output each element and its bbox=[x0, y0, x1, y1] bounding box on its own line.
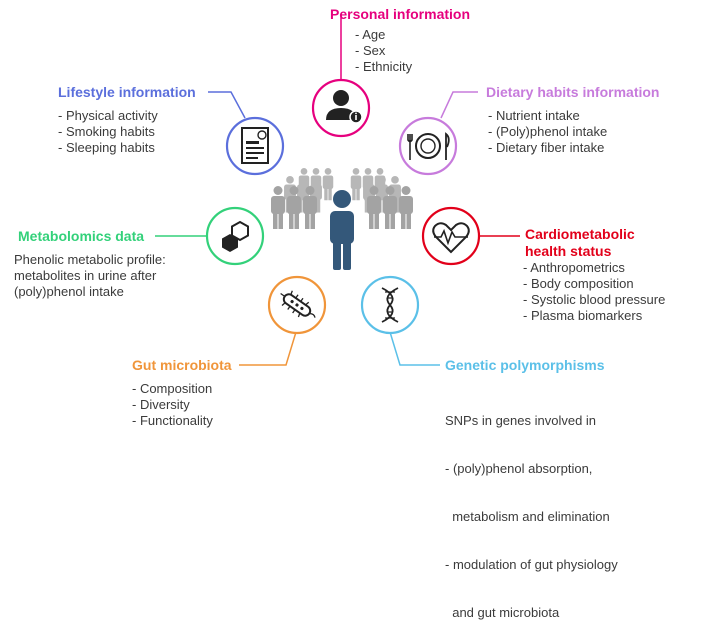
main-person bbox=[330, 190, 354, 270]
genetic-line: - (poly)phenol absorption, bbox=[445, 461, 593, 476]
lifestyle-list: - Physical activity - Smoking habits - S… bbox=[58, 108, 158, 156]
molecule-icon bbox=[205, 206, 265, 266]
genetic-connector bbox=[389, 331, 440, 366]
personal-item-sex: - Sex bbox=[355, 43, 386, 58]
heart-pulse-icon bbox=[421, 206, 481, 266]
crowd-person bbox=[383, 186, 397, 229]
cardio-item-body-composition: - Body composition bbox=[523, 276, 634, 291]
gut-item-composition: - Composition bbox=[132, 381, 213, 396]
dietary-title: Dietary habits information bbox=[486, 84, 660, 100]
dietary-item-fiber: - Dietary fiber intake bbox=[488, 140, 605, 155]
gut-item-functionality: - Functionality bbox=[132, 413, 213, 428]
metabolomics-line: metabolites in urine after bbox=[14, 268, 157, 283]
cardio-list: - Anthropometrics - Body composition - S… bbox=[523, 260, 665, 324]
crowd-person bbox=[303, 186, 317, 229]
cardio-title: Cardiometabolic health status bbox=[525, 226, 635, 260]
gut-list: - Composition - Diversity - Functionalit… bbox=[132, 381, 213, 429]
bacterium-icon bbox=[267, 275, 327, 335]
metabolomics-description: Phenolic metabolic profile: metabolites … bbox=[14, 252, 166, 300]
genetic-title: Genetic polymorphisms bbox=[445, 357, 605, 373]
personal-item-age: - Age bbox=[355, 27, 386, 42]
crowd-person bbox=[399, 186, 413, 229]
lifestyle-title: Lifestyle information bbox=[58, 84, 196, 100]
cardio-item-anthropometrics: - Anthropometrics bbox=[523, 260, 625, 275]
crowd-person bbox=[271, 186, 285, 229]
crowd-person bbox=[287, 186, 301, 229]
gut-title: Gut microbiota bbox=[132, 357, 232, 373]
plate-cutlery-icon bbox=[398, 116, 458, 176]
crowd-person bbox=[322, 168, 334, 201]
gut-item-diversity: - Diversity bbox=[132, 397, 190, 412]
user-info-icon bbox=[311, 78, 371, 138]
cardio-item-plasma-biomarkers: - Plasma biomarkers bbox=[523, 308, 643, 323]
personal-title: Personal information bbox=[330, 6, 471, 22]
genetic-line: - modulation of gut physiology bbox=[445, 557, 618, 572]
dietary-list: - Nutrient intake - (Poly)phenol intake … bbox=[488, 108, 607, 156]
crowd-person bbox=[350, 168, 362, 201]
lifestyle-item-smoking: - Smoking habits bbox=[58, 124, 155, 139]
cardio-item-blood-pressure: - Systolic blood pressure bbox=[523, 292, 666, 307]
lifestyle-connector bbox=[208, 91, 246, 119]
genetic-line: metabolism and elimination bbox=[445, 509, 610, 524]
diagram-canvas bbox=[155, 14, 520, 366]
lifestyle-item-sleeping: - Sleeping habits bbox=[58, 140, 155, 155]
gut-connector bbox=[239, 331, 297, 366]
lifestyle-item-physical: - Physical activity bbox=[58, 108, 158, 123]
personal-list: - Age - Sex - Ethnicity bbox=[355, 27, 412, 75]
metabolomics-line: (poly)phenol intake bbox=[14, 284, 124, 299]
dietary-item-polyphenol: - (Poly)phenol intake bbox=[488, 124, 608, 139]
cardio-title-line: Cardiometabolic bbox=[525, 226, 635, 242]
population-icon bbox=[271, 168, 413, 270]
metabolomics-line: Phenolic metabolic profile: bbox=[14, 252, 166, 267]
dna-icon bbox=[360, 275, 420, 335]
questionnaire-icon bbox=[225, 116, 285, 176]
crowd-person bbox=[367, 186, 381, 229]
cardio-title-line: health status bbox=[525, 243, 612, 259]
dietary-item-nutrient: - Nutrient intake bbox=[488, 108, 580, 123]
genetic-description: SNPs in genes involved in - (poly)phenol… bbox=[445, 381, 618, 637]
personal-item-ethnicity: - Ethnicity bbox=[355, 59, 413, 74]
metabolomics-title: Metabolomics data bbox=[18, 228, 145, 244]
genetic-line: SNPs in genes involved in bbox=[445, 413, 597, 428]
genetic-line: and gut microbiota bbox=[445, 605, 560, 620]
dietary-connector bbox=[440, 91, 478, 119]
